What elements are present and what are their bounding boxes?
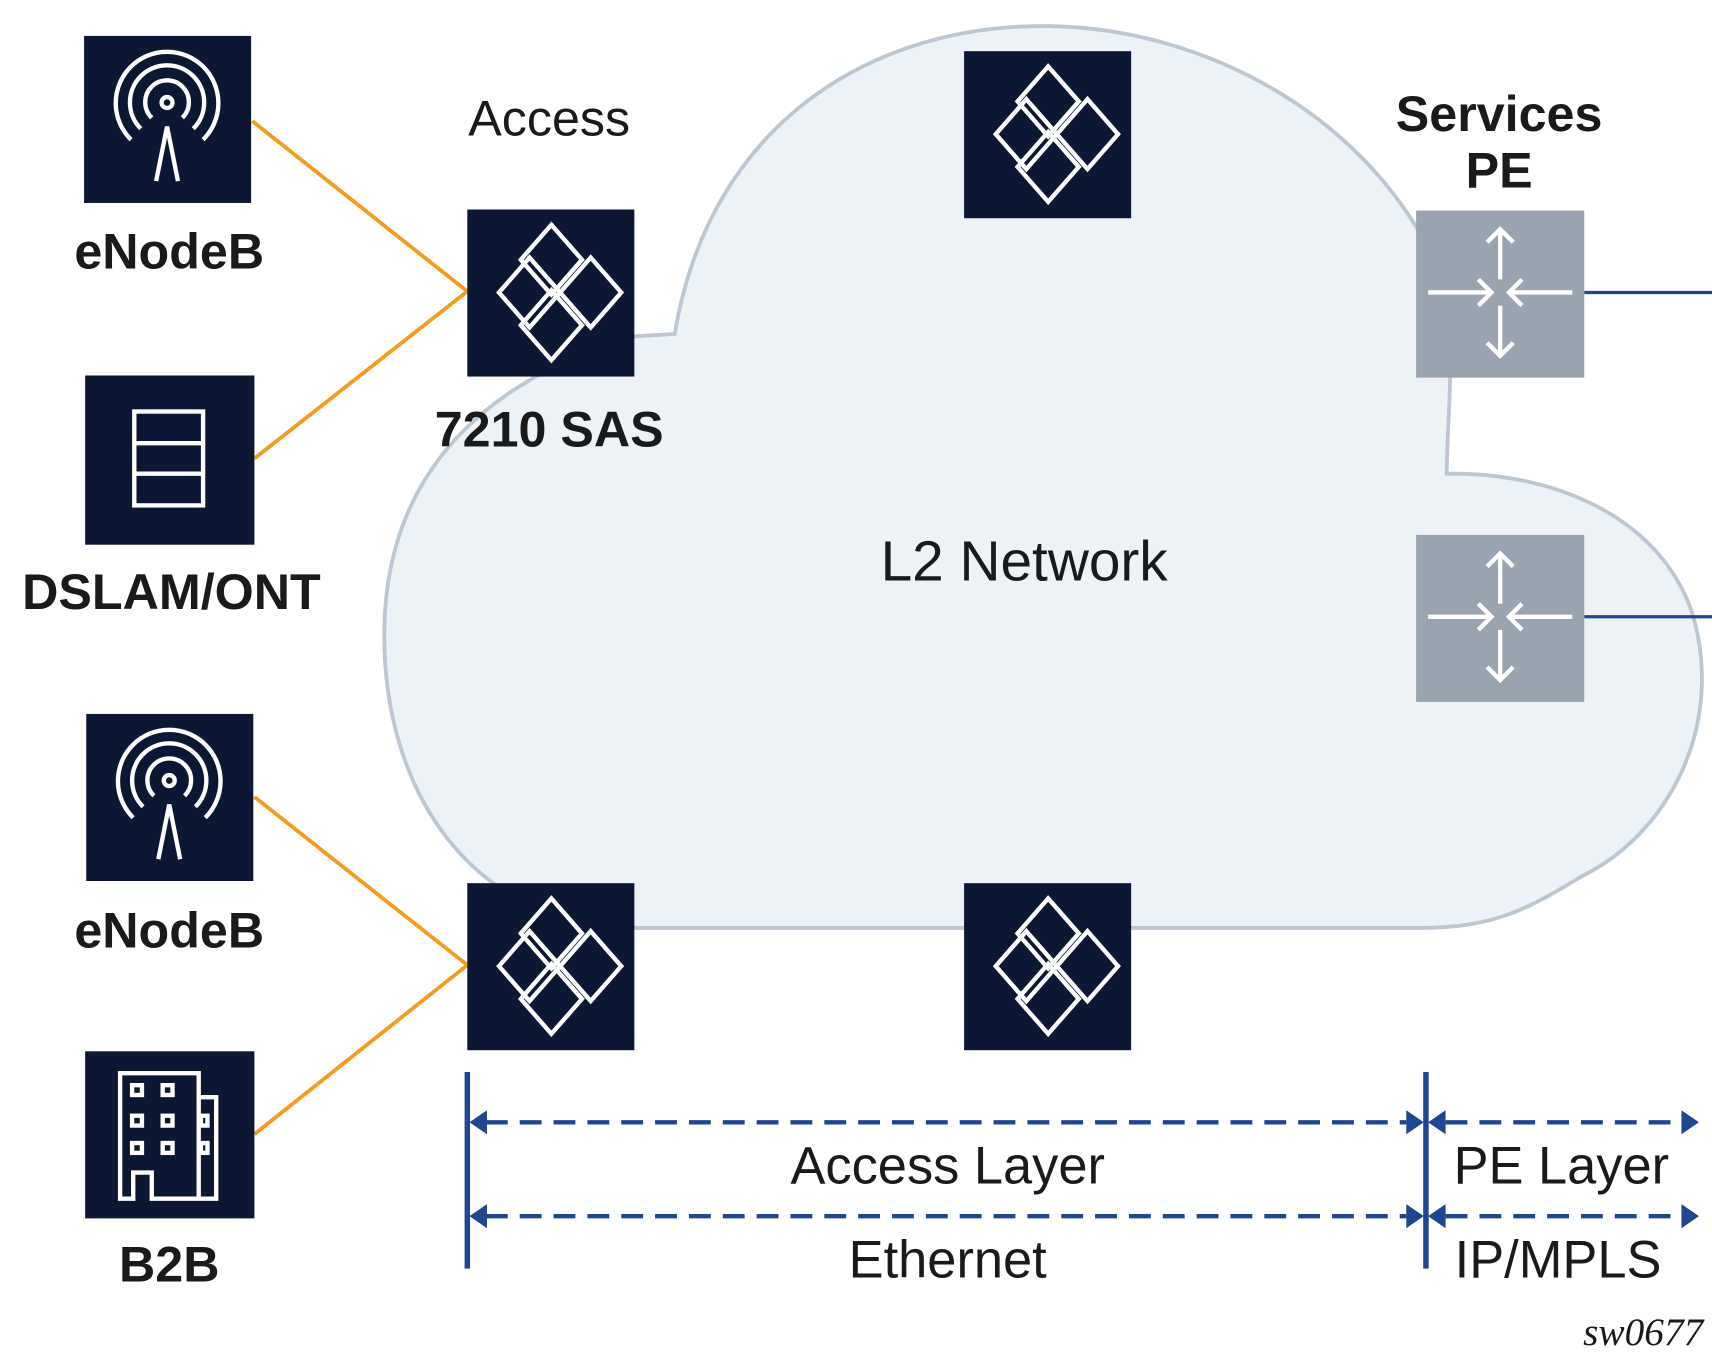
- link-b2b-sas: [253, 963, 469, 1136]
- arrowhead-right: [1406, 1204, 1424, 1229]
- services-pe-title-line1: Services: [1396, 86, 1603, 142]
- dslam-label: DSLAM/ONT: [22, 564, 321, 620]
- l2-network-label: L2 Network: [881, 531, 1169, 594]
- enodeb-top-label: eNodeB: [74, 223, 264, 279]
- arrowhead-right: [1681, 1110, 1699, 1135]
- enodeb-bottom-label: eNodeB: [74, 903, 264, 959]
- enodeb-bottom-node[interactable]: [86, 713, 254, 881]
- arrowhead-right: [1681, 1204, 1699, 1229]
- b2b-node[interactable]: [85, 1051, 255, 1219]
- sas-node-bottom[interactable]: [467, 883, 635, 1051]
- access-title: Access: [468, 90, 630, 146]
- services-pe-title-line2: PE: [1466, 143, 1533, 199]
- pe-router-bottom[interactable]: [1416, 534, 1585, 702]
- switch-node-bottom-center[interactable]: [964, 883, 1132, 1051]
- building-icon: [117, 1070, 219, 1201]
- ethernet-label: Ethernet: [849, 1231, 1047, 1289]
- arrowhead-left: [1428, 1204, 1446, 1229]
- pe-router-top[interactable]: [1416, 210, 1585, 378]
- arrowhead-right: [1406, 1110, 1424, 1135]
- pe-layer-label: PE Layer: [1454, 1137, 1670, 1195]
- arrowhead-left: [469, 1204, 487, 1229]
- arrowhead-left: [1428, 1110, 1446, 1135]
- switch-node-top-center[interactable]: [964, 51, 1132, 219]
- link-enodeb-bottom-sas: [253, 795, 469, 967]
- sas-node-top[interactable]: [467, 209, 635, 377]
- figure-id: sw0677: [1583, 1310, 1704, 1354]
- link-enodeb-top-sas: [251, 119, 469, 293]
- dslam-node[interactable]: [85, 375, 255, 545]
- link-dslam-sas: [253, 289, 469, 460]
- ip-mpls-label: IP/MPLS: [1455, 1231, 1662, 1289]
- dslam-icon: [132, 409, 206, 508]
- sas-label: 7210 SAS: [435, 401, 664, 457]
- access-layer-label: Access Layer: [790, 1137, 1104, 1195]
- b2b-label: B2B: [119, 1237, 219, 1293]
- arrowhead-left: [469, 1110, 487, 1135]
- l2-network-cloud: [382, 24, 1704, 930]
- enodeb-top-node[interactable]: [84, 35, 252, 203]
